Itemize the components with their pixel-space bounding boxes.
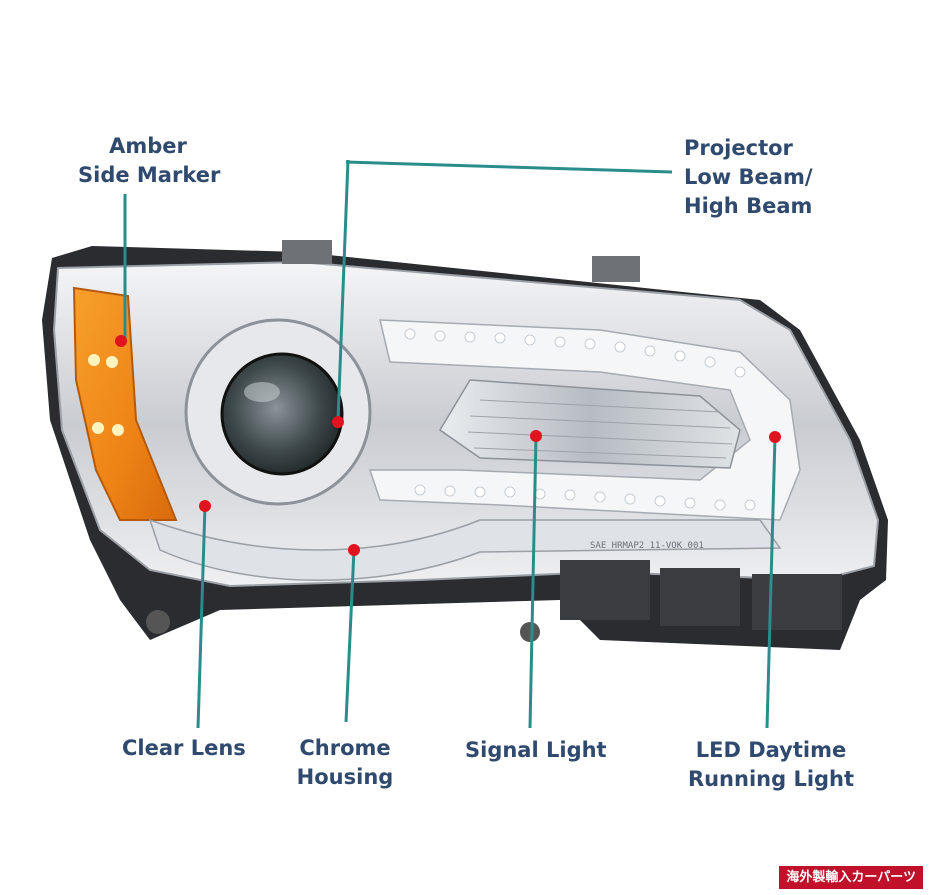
leader-lines	[123, 159, 777, 729]
dot-projector	[332, 416, 344, 428]
label-led-drl: LED Daytime Running Light	[687, 738, 855, 791]
amber-side-marker	[72, 286, 178, 521]
mount-hole-center	[520, 622, 540, 642]
amber-led-dots	[88, 354, 124, 436]
led-drl-strip	[368, 319, 801, 521]
dot-chrome-housing	[348, 544, 360, 556]
leader-clear-lens	[196, 505, 207, 729]
rear-connectors	[560, 560, 842, 630]
label-chrome-housing: Chrome Housing	[296, 736, 394, 789]
signal-light-ribs	[467, 399, 733, 459]
drl-led-dots	[404, 328, 756, 511]
label-signal-light: Signal Light	[465, 738, 607, 762]
mount-hole-left	[146, 610, 170, 634]
lens-highlight	[244, 382, 280, 402]
label-amber-side-marker: Amber Side Marker	[78, 134, 221, 187]
projector-lens	[220, 352, 344, 476]
leader-led-drl	[765, 436, 777, 729]
dot-amber-side-marker	[115, 335, 127, 347]
leader-projector-h	[345, 160, 673, 174]
mount-tab-left	[282, 240, 332, 264]
dot-led-drl	[769, 431, 781, 443]
leader-chrome-housing	[344, 549, 356, 723]
leader-signal-light	[528, 435, 538, 729]
leader-projector	[336, 159, 350, 421]
chrome-housing	[148, 518, 782, 581]
marker-dots	[115, 335, 781, 556]
watermark: 海外製輸入カーパーツ	[779, 866, 923, 889]
dot-signal-light	[530, 430, 542, 442]
label-clear-lens: Clear Lens	[122, 736, 246, 760]
label-projector: Projector Low Beam/ High Beam	[684, 136, 813, 218]
mount-tab-right	[592, 256, 640, 282]
dot-clear-lens	[199, 500, 211, 512]
lens-marking: SAE HRMAP2 11-VOK 001	[590, 541, 704, 551]
